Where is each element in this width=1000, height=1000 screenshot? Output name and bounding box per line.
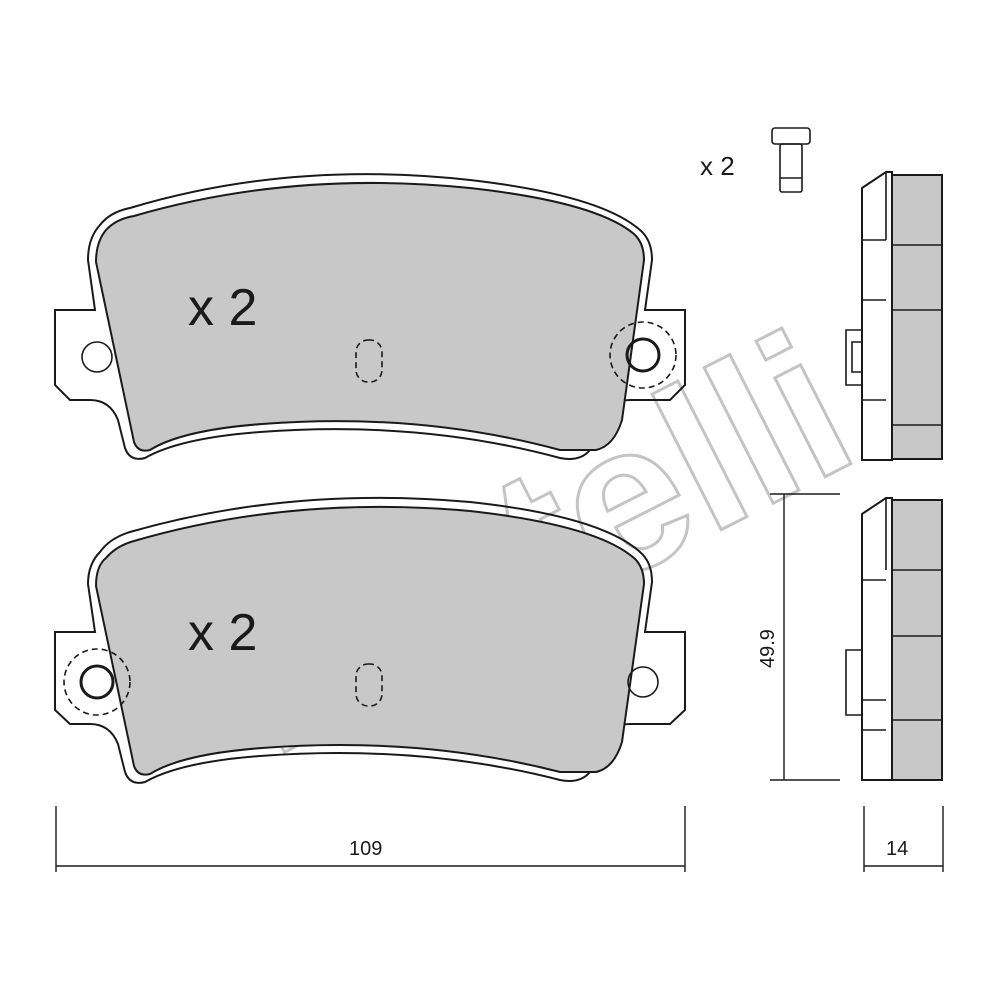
dimension-height: 49.9 [757, 493, 840, 781]
hardware-pin-group: x 2 [700, 127, 811, 193]
height-value: 49.9 [757, 629, 779, 668]
mounting-hole-left-bottom [79, 664, 115, 700]
dimension-width: 109 [55, 806, 686, 872]
pad-quantity-top: x 2 [188, 279, 257, 337]
side-clip-top [845, 329, 863, 386]
backing-plate-top [54, 173, 686, 460]
pad-quantity-bottom: x 2 [188, 604, 257, 662]
friction-material-top [94, 181, 646, 452]
mounting-hole-right-bottom [627, 666, 659, 698]
mounting-hole-left-top [81, 341, 113, 373]
dashed-ring-left-bottom [63, 648, 131, 716]
wear-indicator-pin-icon [771, 127, 811, 193]
side-backing-plate-bottom [861, 497, 893, 781]
center-slot-top [355, 339, 383, 383]
center-slot-bottom [355, 663, 383, 707]
pad-side-view-top [845, 171, 943, 461]
pad-front-view-bottom: x 2 [54, 496, 686, 784]
thickness-value: 14 [886, 838, 908, 860]
side-friction-top [891, 174, 943, 460]
pad-front-view-top: x 2 [54, 173, 686, 460]
dashed-ring-right-top [609, 321, 677, 389]
side-friction-bottom [891, 499, 943, 781]
friction-material-bottom [94, 505, 646, 776]
side-backing-plate-top [861, 171, 893, 461]
side-clip-bottom [845, 649, 862, 716]
hardware-quantity: x 2 [700, 151, 735, 181]
mounting-hole-right-top [625, 337, 661, 373]
dimension-thickness: 14 [863, 806, 944, 872]
backing-plate-bottom [54, 496, 686, 784]
pad-side-view-bottom [845, 497, 943, 781]
width-value: 109 [349, 838, 382, 860]
